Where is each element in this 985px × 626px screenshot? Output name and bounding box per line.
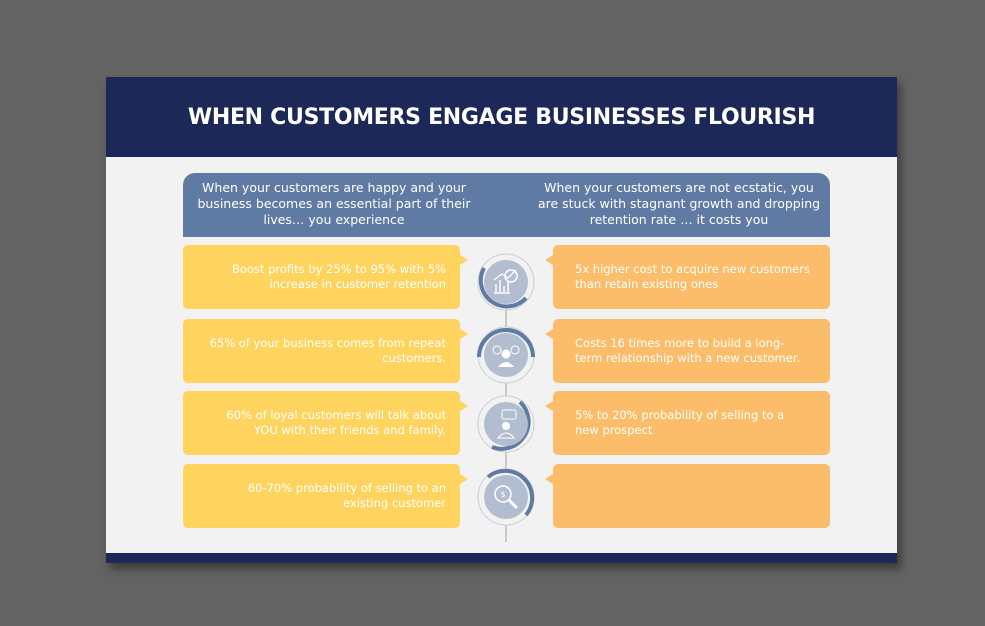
- cost-box-3: 5% to 20% probability of selling to a ne…: [545, 391, 830, 455]
- slide-title: WHEN CUSTOMERS ENGAGE BUSINESSES FLOURIS…: [187, 104, 816, 130]
- cost-box-1: 5x higher cost to acquire new customers …: [545, 245, 830, 309]
- cost-text: 5% to 20% probability of selling to a ne…: [575, 408, 785, 437]
- cost-box-2: Costs 16 times more to build a long-term…: [545, 319, 830, 383]
- benefit-box-3: 60% of loyal customers will talk about Y…: [183, 391, 468, 455]
- icon-timeline: $: [477, 253, 535, 542]
- left-column-header: When your customers are happy and your b…: [197, 180, 471, 227]
- dollar-magnifier-icon: $: [477, 468, 535, 526]
- cost-text: Costs 16 times more to build a long-term…: [575, 336, 801, 365]
- footer-bar: [106, 553, 897, 563]
- customers-group-icon: [477, 326, 535, 384]
- column-header-band: When your customers are happy and your b…: [183, 173, 830, 237]
- analytics-chart-icon: [477, 253, 535, 311]
- benefit-text: 60-70% probability of selling to an exis…: [247, 481, 446, 510]
- slide: WHEN CUSTOMERS ENGAGE BUSINESSES FLOURIS…: [106, 77, 897, 563]
- benefit-text: 60% of loyal customers will talk about Y…: [226, 408, 446, 437]
- cost-text: 5x higher cost to acquire new customers …: [575, 262, 810, 291]
- benefit-box-4: 60-70% probability of selling to an exis…: [183, 464, 468, 528]
- svg-text:$: $: [500, 490, 505, 499]
- person-speech-icon: [477, 395, 535, 453]
- benefit-text: 65% of your business comes from repeat c…: [209, 336, 446, 365]
- benefit-box-1: Boost profits by 25% to 95% with 5% incr…: [183, 245, 468, 309]
- cost-box-4: [545, 464, 830, 528]
- right-column-header: When your customers are not ecstatic, yo…: [537, 180, 821, 227]
- title-bar: WHEN CUSTOMERS ENGAGE BUSINESSES FLOURIS…: [106, 77, 897, 157]
- benefit-text: Boost profits by 25% to 95% with 5% incr…: [231, 262, 446, 291]
- benefit-box-2: 65% of your business comes from repeat c…: [183, 319, 468, 383]
